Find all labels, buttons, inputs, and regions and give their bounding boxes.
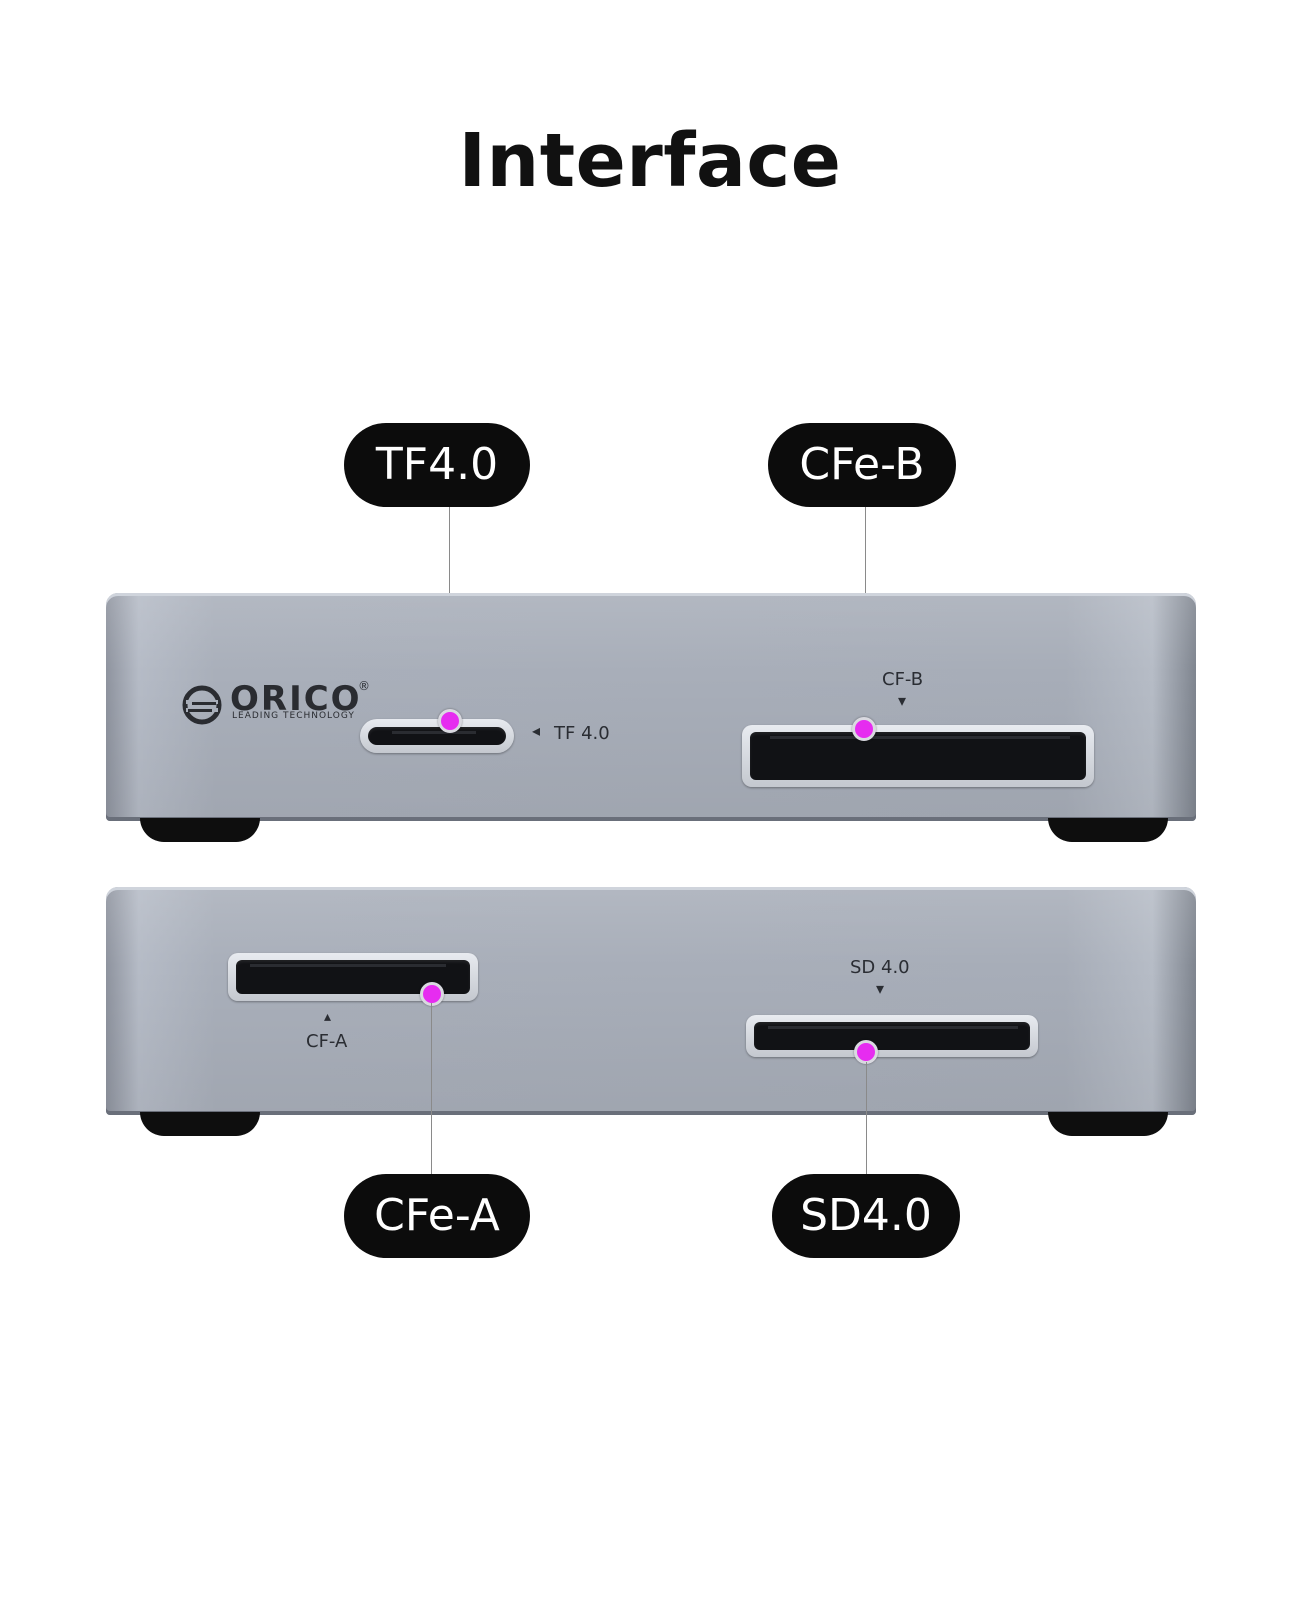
tf-slot-label: TF 4.0 bbox=[554, 723, 610, 744]
cfa-arrow-icon: ▴ bbox=[324, 1009, 332, 1025]
page-title: Interface bbox=[458, 118, 842, 204]
sd-slot-marker bbox=[854, 1040, 878, 1064]
cfa-slot-label: CF-A bbox=[306, 1031, 348, 1052]
device-top-panel: ORICO ® LEADING TECHNOLOGY ◂ TF 4.0 CF-B… bbox=[106, 593, 1196, 821]
sd-arrow-icon: ▾ bbox=[876, 979, 885, 998]
orico-logo-icon bbox=[182, 685, 222, 725]
device-bottom-panel: ▴ CF-A SD 4.0 ▾ bbox=[106, 887, 1196, 1115]
callout-cfe-b: CFe-B bbox=[768, 423, 956, 507]
device-top-foot-left bbox=[140, 818, 260, 842]
callout-tf: TF4.0 bbox=[344, 423, 530, 507]
brand-tagline: LEADING TECHNOLOGY bbox=[232, 711, 355, 721]
tf-slot-marker bbox=[438, 709, 462, 733]
tf-arrow-icon: ◂ bbox=[532, 721, 541, 740]
registered-mark: ® bbox=[358, 679, 370, 693]
callout-sd: SD4.0 bbox=[772, 1174, 960, 1258]
cfexpress-b-slot[interactable] bbox=[742, 725, 1094, 787]
brand-name: ORICO bbox=[230, 679, 362, 719]
cfa-slot-marker bbox=[420, 982, 444, 1006]
cfb-arrow-icon: ▾ bbox=[898, 691, 907, 710]
cfb-slot-label: CF-B bbox=[882, 669, 924, 690]
device-top-foot-right bbox=[1048, 818, 1168, 842]
leader-sd bbox=[866, 1062, 867, 1175]
device-bottom-foot-right bbox=[1048, 1112, 1168, 1136]
cfb-slot-marker bbox=[852, 717, 876, 741]
sd-slot-label: SD 4.0 bbox=[850, 957, 910, 978]
sd-card-slot[interactable] bbox=[746, 1015, 1038, 1057]
device-bottom-foot-left bbox=[140, 1112, 260, 1136]
leader-cfe-a bbox=[431, 1003, 432, 1175]
tf-card-slot[interactable] bbox=[360, 719, 514, 753]
callout-cfe-a: CFe-A bbox=[344, 1174, 530, 1258]
